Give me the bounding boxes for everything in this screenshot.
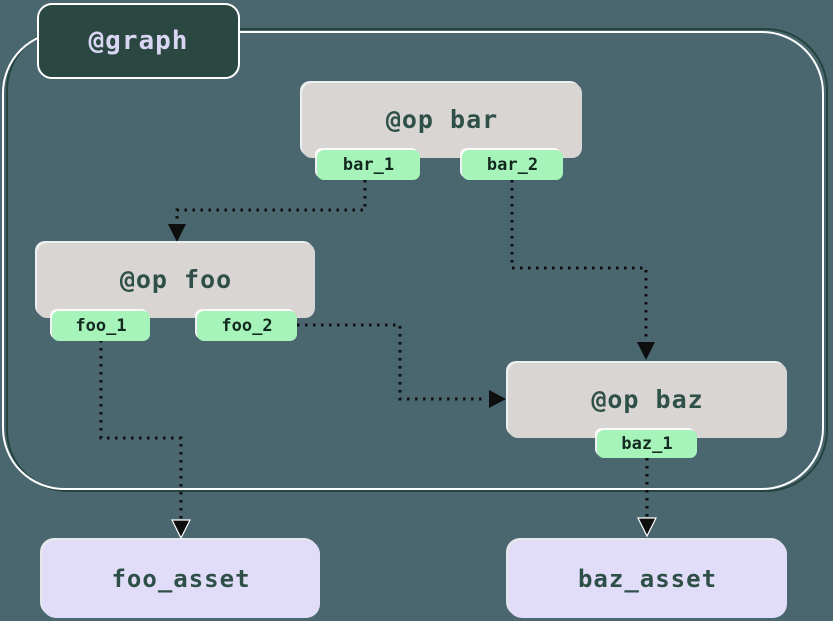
op-foo-label: @op foo [119,265,233,294]
edge-bar_2-to-op-baz [510,180,648,341]
arrowhead-baz-asset [637,517,657,538]
arrowhead-op-baz-left [489,390,506,408]
output-tab-bar_1-label: bar_1 [342,155,395,175]
op-node-baz: @op baz [508,363,787,438]
edge-foo_1-to-foo-asset [99,340,183,519]
arrowhead-op-foo [168,224,186,242]
output-tab-foo_1: foo_1 [52,311,150,341]
arrowhead-foo-asset [171,519,191,540]
asset-node-foo_asset: foo_asset [42,540,320,618]
op-node-foo: @op foo [37,243,315,318]
asset-foo-label: foo_asset [111,565,251,593]
edge-bar_1-to-op-foo [175,180,367,223]
arrowhead-op-baz-top [637,342,655,360]
output-tab-foo_2: foo_2 [197,311,297,341]
graph-label: @graph [88,26,189,56]
output-tab-foo_2-label: foo_2 [221,316,273,336]
op-node-bar: @op bar [302,83,582,158]
output-tab-bar_1: bar_1 [317,150,420,180]
output-tab-baz_1: baz_1 [597,430,697,458]
graph-label-badge: @graph [37,3,240,79]
asset-baz-label: baz_asset [577,565,718,593]
asset-node-baz_asset: baz_asset [508,540,787,618]
output-tab-bar_2-label: bar_2 [486,155,539,175]
edge-foo_2-to-op-baz [297,323,487,401]
output-tab-bar_2: bar_2 [462,150,563,180]
op-baz-label: @op baz [591,385,704,414]
op-bar-label: @op bar [385,105,499,134]
output-tab-foo_1-label: foo_1 [75,316,127,336]
output-tab-baz_1-label: baz_1 [621,434,673,454]
